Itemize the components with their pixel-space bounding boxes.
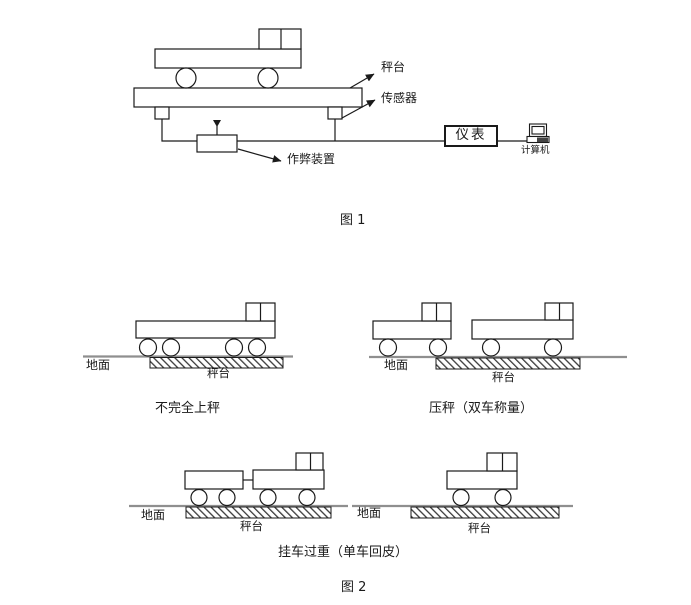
trailer-wheel	[218, 488, 236, 507]
truck-wheel	[428, 338, 448, 357]
truck-wheel	[298, 488, 316, 507]
truck-wheel	[259, 488, 277, 507]
platform-label: 秤台	[492, 370, 515, 384]
scale-platform	[133, 87, 363, 108]
ground-label: 地面	[384, 358, 409, 372]
scene2-double-truck	[369, 302, 627, 370]
figure2-caption: 图 2	[341, 580, 367, 595]
scene1-caption: 不完全上秤	[155, 401, 221, 416]
scene4-single-truck	[352, 452, 573, 519]
truck	[446, 452, 518, 507]
sensor-label: 传感器	[381, 91, 418, 105]
truck-wheel	[247, 338, 267, 357]
antenna-icon	[213, 120, 221, 127]
cheat-device	[196, 120, 238, 153]
meter-box	[444, 125, 498, 147]
truck-wheel	[543, 338, 563, 357]
platform-label: 秤台	[468, 521, 491, 535]
figure1-caption: 图 1	[340, 213, 366, 228]
truck-wheel	[161, 338, 181, 357]
truck-wheel	[257, 67, 279, 89]
ground-label: 地面	[141, 508, 166, 522]
scale-platform	[185, 506, 332, 519]
sensor-callout-arrow	[341, 99, 376, 119]
truck-wheel	[175, 67, 197, 89]
truck-body	[154, 48, 302, 69]
trailer	[184, 470, 244, 507]
truck-wheel	[481, 338, 501, 357]
truck	[154, 28, 302, 89]
computer-label: 计算机	[521, 145, 550, 156]
scene34-pair-caption: 挂车过重（单车回皮）	[278, 545, 409, 560]
load-cell-right	[327, 106, 343, 120]
cheat-callout-arrow	[237, 148, 282, 163]
platform-callout-arrow	[349, 73, 375, 89]
scene1-incomplete-on-scale	[83, 302, 293, 369]
computer-icon	[526, 123, 550, 144]
scene2-caption: 压秤（双车称量）	[429, 401, 534, 416]
truck-body	[446, 470, 518, 490]
scale-platform	[149, 357, 284, 369]
platform-label: 秤台	[207, 366, 230, 380]
cheat-device-label: 作弊装置	[287, 152, 336, 166]
truck-body	[135, 320, 276, 339]
ground-label: 地面	[357, 506, 382, 520]
truck-body	[372, 320, 452, 340]
truck-body	[252, 469, 325, 490]
meter-label: 仪表	[455, 127, 487, 143]
truck-wheel	[138, 338, 158, 357]
truck-cab	[258, 28, 302, 50]
truck-body	[471, 319, 574, 340]
truck-wheel	[494, 488, 512, 507]
callout-arrows	[237, 73, 376, 163]
ground-label: 地面	[86, 358, 111, 372]
platform-label: 秤台	[381, 60, 406, 74]
truck	[135, 302, 276, 357]
signal-wiring	[161, 119, 528, 142]
trailer-wheel	[190, 488, 208, 507]
platform-label: 秤台	[240, 519, 263, 533]
scale-platform	[435, 357, 581, 370]
load-cell-left	[154, 106, 170, 120]
trailer-body	[184, 470, 244, 490]
truck	[252, 452, 325, 507]
truck-wheel	[224, 338, 244, 357]
truck-left	[372, 302, 452, 357]
scale-platform	[410, 506, 560, 519]
truck-cab	[295, 452, 324, 471]
figure1-diagram	[133, 28, 550, 163]
scene3-truck-with-trailer	[129, 452, 348, 519]
truck-right	[471, 302, 574, 357]
truck-wheel	[378, 338, 398, 357]
truck-wheel	[452, 488, 470, 507]
